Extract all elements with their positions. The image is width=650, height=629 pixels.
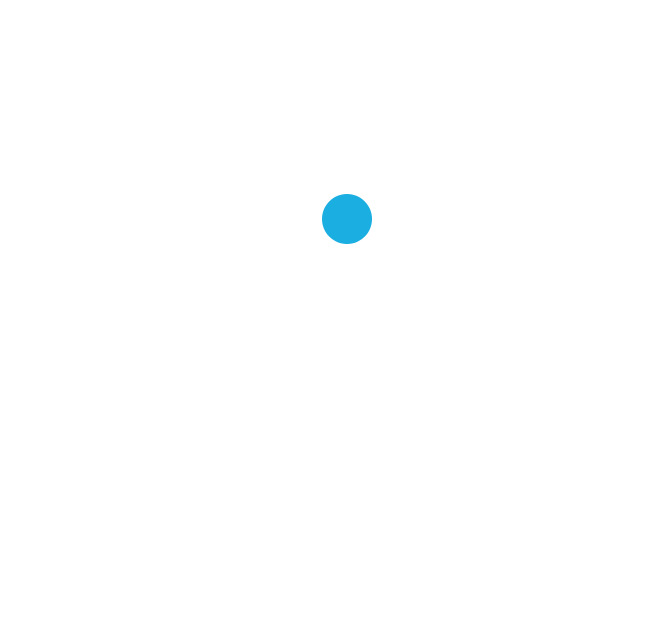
loading-dot-icon xyxy=(322,194,372,244)
